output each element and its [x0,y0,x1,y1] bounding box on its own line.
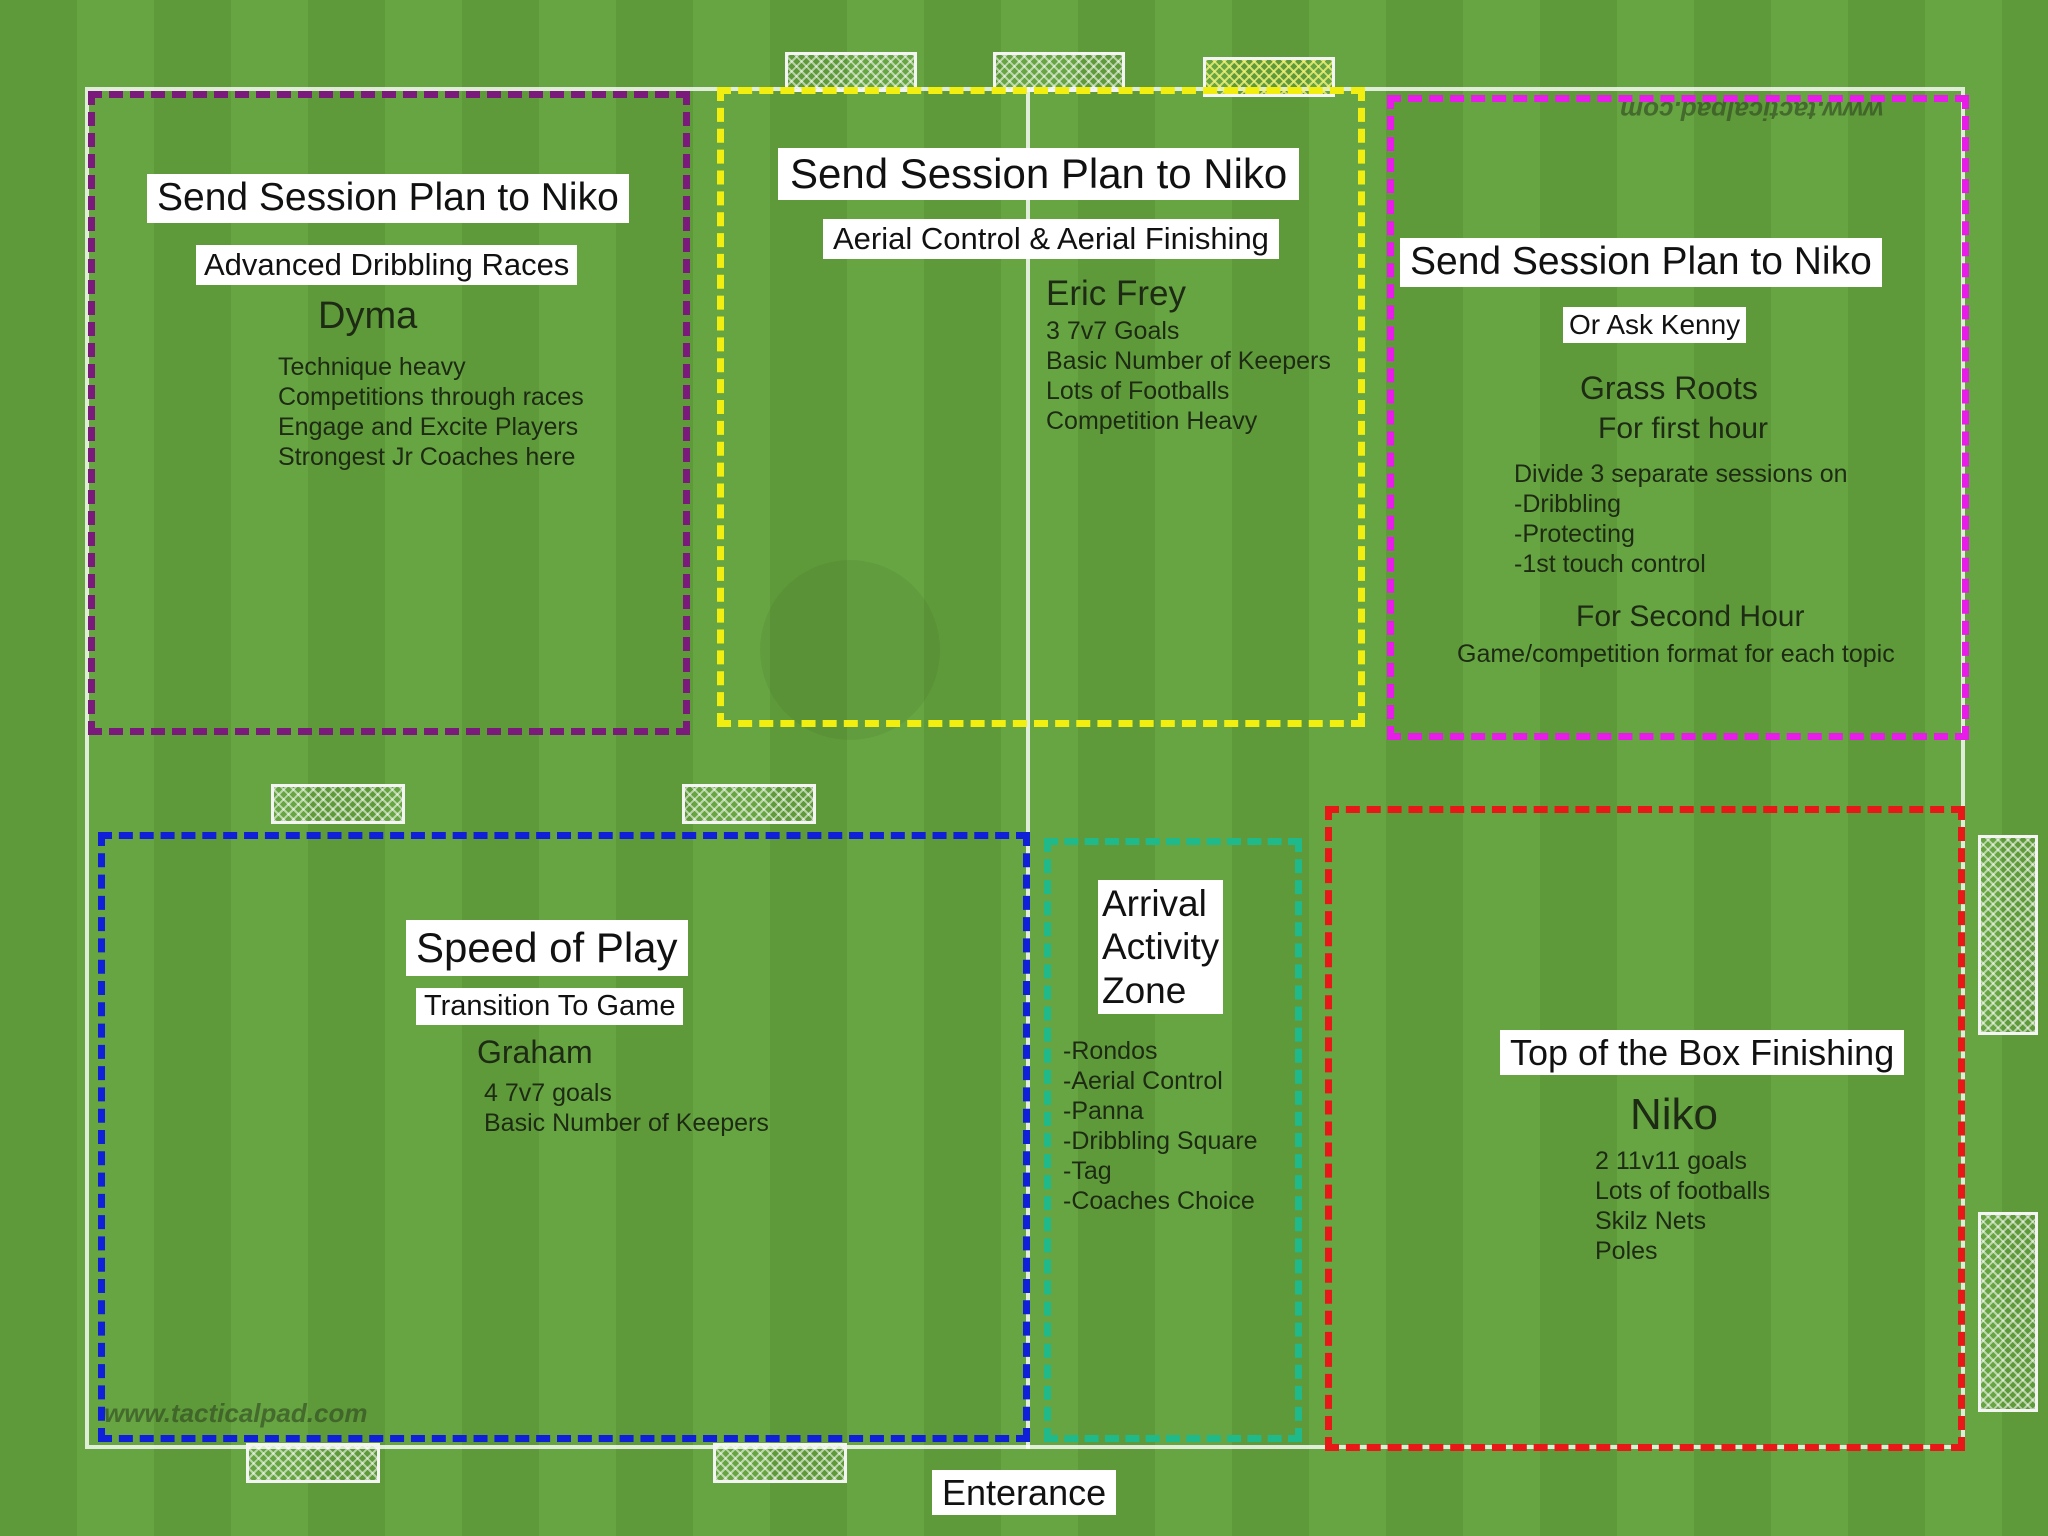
purple-notes: Technique heavy Competitions through rac… [278,352,584,472]
yellow-note: Competition Heavy [1046,407,1258,435]
magenta-subheading: For first hour [1598,412,1769,445]
purple-subtitle: Advanced Dribbling Races [196,245,578,285]
yellow-note: 3 7v7 Goals [1046,317,1180,345]
goal-bottom-1 [246,1443,380,1483]
teal-title: Arrival Activity Zone [1098,880,1224,1014]
teal-notes: -Rondos -Aerial Control -Panna -Dribblin… [1063,1036,1258,1216]
magenta-note: -Protecting [1514,520,1635,548]
teal-note: -Panna [1063,1097,1144,1125]
halfway-line [1026,87,1030,1449]
red-note: Lots of footballs [1595,1177,1771,1205]
yellow-note: Lots of Footballs [1046,377,1230,405]
purple-note: Strongest Jr Coaches here [278,443,576,471]
purple-note: Competitions through races [278,383,584,411]
zone-red [1325,806,1965,1451]
teal-note: -Tag [1063,1157,1112,1185]
teal-title-line: Zone [1102,969,1187,1011]
blue-note: 4 7v7 goals [484,1079,612,1107]
magenta-second-line: Game/competition format for each topic [1457,640,1895,668]
blue-notes: 4 7v7 goals Basic Number of Keepers [484,1078,769,1138]
magenta-notes: Divide 3 separate sessions on -Dribbling… [1514,459,1848,579]
red-note: Poles [1595,1237,1658,1265]
magenta-title: Send Session Plan to Niko [1400,238,1882,287]
red-title: Top of the Box Finishing [1500,1030,1905,1076]
teal-title-line: Arrival [1102,883,1207,924]
purple-note: Technique heavy [278,353,466,381]
yellow-coach: Eric Frey [1046,274,1186,313]
magenta-note: -Dribbling [1514,490,1621,518]
red-notes: 2 11v11 goals Lots of footballs Skilz Ne… [1595,1146,1770,1266]
goal-right-2 [1978,1212,2038,1412]
red-note: 2 11v11 goals [1595,1147,1747,1175]
red-coach: Niko [1630,1090,1719,1139]
teal-note: -Coaches Choice [1063,1187,1255,1215]
goal-bottom-2 [713,1443,847,1483]
zone-blue [98,832,1030,1442]
goal-top-1 [785,52,917,92]
teal-note: -Rondos [1063,1037,1158,1065]
magenta-note: Divide 3 separate sessions on [1514,460,1848,488]
yellow-notes: 3 7v7 Goals Basic Number of Keepers Lots… [1046,316,1331,436]
blue-subtitle: Transition To Game [416,988,684,1026]
yellow-subtitle: Aerial Control & Aerial Finishing [823,219,1279,259]
magenta-note: -1st touch control [1514,550,1706,578]
zone-teal [1044,838,1302,1442]
yellow-title: Send Session Plan to Niko [778,148,1300,201]
magenta-heading: Grass Roots [1580,370,1758,406]
goal-right-1 [1978,835,2038,1035]
red-note: Skilz Nets [1595,1207,1707,1235]
zone-magenta [1387,95,1969,740]
goal-mid-2 [682,784,816,824]
purple-coach: Dyma [318,295,418,337]
blue-title: Speed of Play [406,920,688,977]
watermark-bottom: www.tacticalpad.com [104,1398,368,1428]
magenta-second-heading: For Second Hour [1576,600,1805,633]
blue-note: Basic Number of Keepers [484,1109,769,1137]
goal-top-2 [993,52,1125,92]
purple-title: Send Session Plan to Niko [147,174,629,223]
goal-mid-1 [271,784,405,824]
purple-note: Engage and Excite Players [278,413,579,441]
entrance-label: Enterance [932,1470,1117,1516]
yellow-note: Basic Number of Keepers [1046,347,1331,375]
center-circle [760,560,940,740]
magenta-subtitle: Or Ask Kenny [1563,307,1747,344]
zone-purple [88,91,690,735]
teal-title-line: Activity [1102,926,1220,968]
teal-note: -Dribbling Square [1063,1127,1258,1155]
blue-coach: Graham [477,1034,593,1070]
zone-yellow [717,87,1365,727]
teal-note: -Aerial Control [1063,1067,1223,1095]
